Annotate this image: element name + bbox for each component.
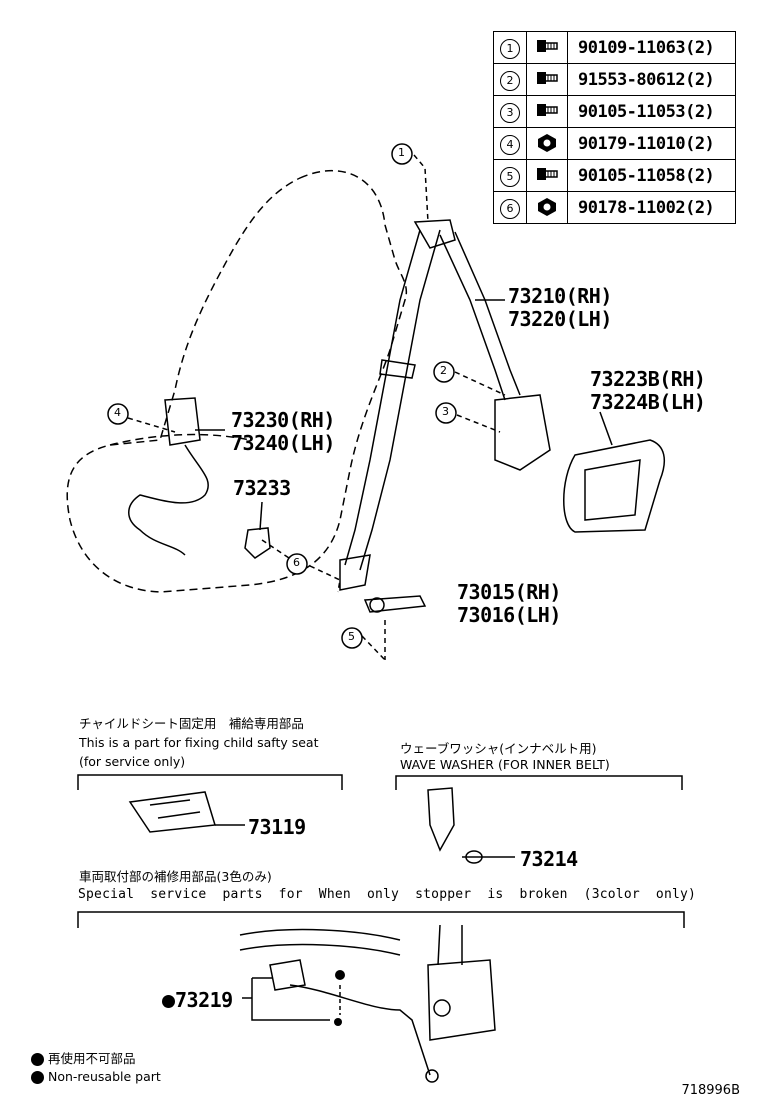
- leader-73223: [599, 411, 613, 446]
- legend-en-label: Non-reusable part: [47, 1069, 161, 1084]
- wave-washer-title-en: WAVE WASHER (FOR INNER BELT): [400, 757, 610, 772]
- legend-dot-icon-2: [31, 1071, 44, 1084]
- marker-4: 4: [114, 406, 121, 419]
- child-seat-box: [77, 774, 343, 790]
- buckle-harness: [128, 444, 209, 556]
- callout-73219-label: 73219: [175, 988, 233, 1012]
- lower-anchor: [339, 554, 371, 591]
- parts-table-row: 2 91553-80612(2): [493, 63, 736, 96]
- nut-icon: [526, 127, 568, 160]
- stopper-box: [77, 911, 685, 928]
- stopper-title-jp: 車両取付部の補修用部品(3色のみ): [79, 869, 272, 884]
- callout-73210: 73210(RH): [508, 284, 612, 308]
- bottom-stopper: [269, 959, 306, 991]
- parts-index: 1: [500, 38, 520, 59]
- parts-index-cell: 1: [493, 31, 527, 64]
- leader-6a: [261, 539, 296, 563]
- marker-2: 2: [440, 364, 447, 377]
- wave-washer-box: [395, 775, 683, 790]
- parts-index-cell: 6: [493, 191, 527, 224]
- stopper-73119: [128, 791, 216, 833]
- stopper-line: Special service parts for When only stop…: [78, 887, 697, 902]
- parts-number: 91553-80612(2): [567, 63, 736, 96]
- parts-index: 4: [500, 134, 520, 155]
- marker-1: 1: [398, 146, 405, 159]
- bolt-icon: [526, 31, 568, 64]
- parts-number: 90109-11063(2): [567, 31, 736, 64]
- belt-webbing: [344, 229, 441, 571]
- bottom-belt: [239, 928, 401, 956]
- leader-6b: [309, 565, 341, 593]
- callout-73015: 73015(RH): [457, 580, 561, 604]
- diagram-id: 718996B: [681, 1083, 740, 1098]
- parts-table-row: 6 90178-11002(2): [493, 191, 736, 224]
- parts-number: 90178-11002(2): [567, 191, 736, 224]
- parts-index-cell: 3: [493, 95, 527, 128]
- parts-number: 90179-11010(2): [567, 127, 736, 160]
- leader-1: [413, 154, 429, 223]
- legend-dot-icon: [31, 1053, 44, 1066]
- leader-73233: [259, 501, 263, 531]
- parts-index: 2: [500, 70, 520, 91]
- child-seat-title-jp: チャイルドシート固定用 補給専用部品: [79, 716, 304, 731]
- legend-jp-label: 再使用不可部品: [47, 1051, 136, 1066]
- callout-73220: 73220(LH): [508, 307, 612, 331]
- callout-73214: 73214: [520, 847, 578, 871]
- parts-table-row: 1 90109-11063(2): [493, 31, 736, 64]
- seat-outline: [66, 169, 407, 593]
- non-reusable-dot-icon: [162, 995, 175, 1008]
- callout-73224b: 73224B(LH): [590, 390, 706, 414]
- belt-webbing-2: [439, 231, 521, 401]
- retractor: [494, 394, 551, 471]
- retractor-cover: [563, 439, 666, 533]
- seat-cushion-line: [109, 433, 251, 446]
- bottom-retractor: [427, 959, 496, 1041]
- leader-3: [456, 414, 501, 433]
- wave-washer-title-jp: ウェーブワッシャ(インナベルト用): [400, 741, 597, 756]
- parts-table-row: 5 90105-11058(2): [493, 159, 736, 192]
- callout-73233: 73233: [233, 476, 291, 500]
- callout-73240: 73240(LH): [231, 431, 335, 455]
- bolt-icon: [526, 159, 568, 192]
- nut-icon: [526, 191, 568, 224]
- parts-number: 90105-11053(2): [567, 95, 736, 128]
- bolt-icon: [526, 63, 568, 96]
- buckle: [164, 397, 201, 446]
- parts-index-cell: 2: [493, 63, 527, 96]
- callout-73219: 73219: [162, 988, 233, 1012]
- callout-73223b: 73223B(RH): [590, 367, 706, 391]
- bracket-73233: [244, 527, 271, 559]
- leader-2: [454, 371, 506, 396]
- parts-table-row: 3 90105-11053(2): [493, 95, 736, 128]
- parts-index: 6: [500, 198, 520, 219]
- bolt-icon: [526, 95, 568, 128]
- bottom-arm: [289, 984, 431, 1076]
- marker-5: 5: [348, 630, 355, 643]
- parts-index-cell: 5: [493, 159, 527, 192]
- legend-en: Non-reusable part: [31, 1069, 161, 1084]
- callout-73119: 73119: [248, 815, 306, 839]
- inner-belt: [427, 787, 455, 852]
- marker-6: 6: [293, 556, 300, 569]
- leader-73219: [242, 977, 330, 1021]
- bottom-belt-2: [437, 924, 463, 966]
- child-seat-line1: This is a part for fixing child safty se…: [79, 735, 319, 750]
- child-seat-line2: (for service only): [79, 754, 186, 769]
- parts-index-cell: 4: [493, 127, 527, 160]
- parts-table: 1 90109-11063(2) 2 91553-80612(2) 3 90105-110…: [493, 31, 736, 224]
- shoulder-anchor: [413, 219, 456, 249]
- belt-guide: [379, 359, 416, 379]
- callout-73230: 73230(RH): [231, 408, 335, 432]
- callout-73016: 73016(LH): [457, 603, 561, 627]
- leader-4: [127, 417, 176, 433]
- leader-5: [361, 620, 386, 661]
- anchor-plate: [363, 595, 427, 613]
- marker-3: 3: [442, 405, 449, 418]
- parts-index: 3: [500, 102, 520, 123]
- parts-number: 90105-11058(2): [567, 159, 736, 192]
- parts-table-row: 4 90179-11010(2): [493, 127, 736, 160]
- legend-jp: 再使用不可部品: [31, 1048, 136, 1067]
- parts-index: 5: [500, 166, 520, 187]
